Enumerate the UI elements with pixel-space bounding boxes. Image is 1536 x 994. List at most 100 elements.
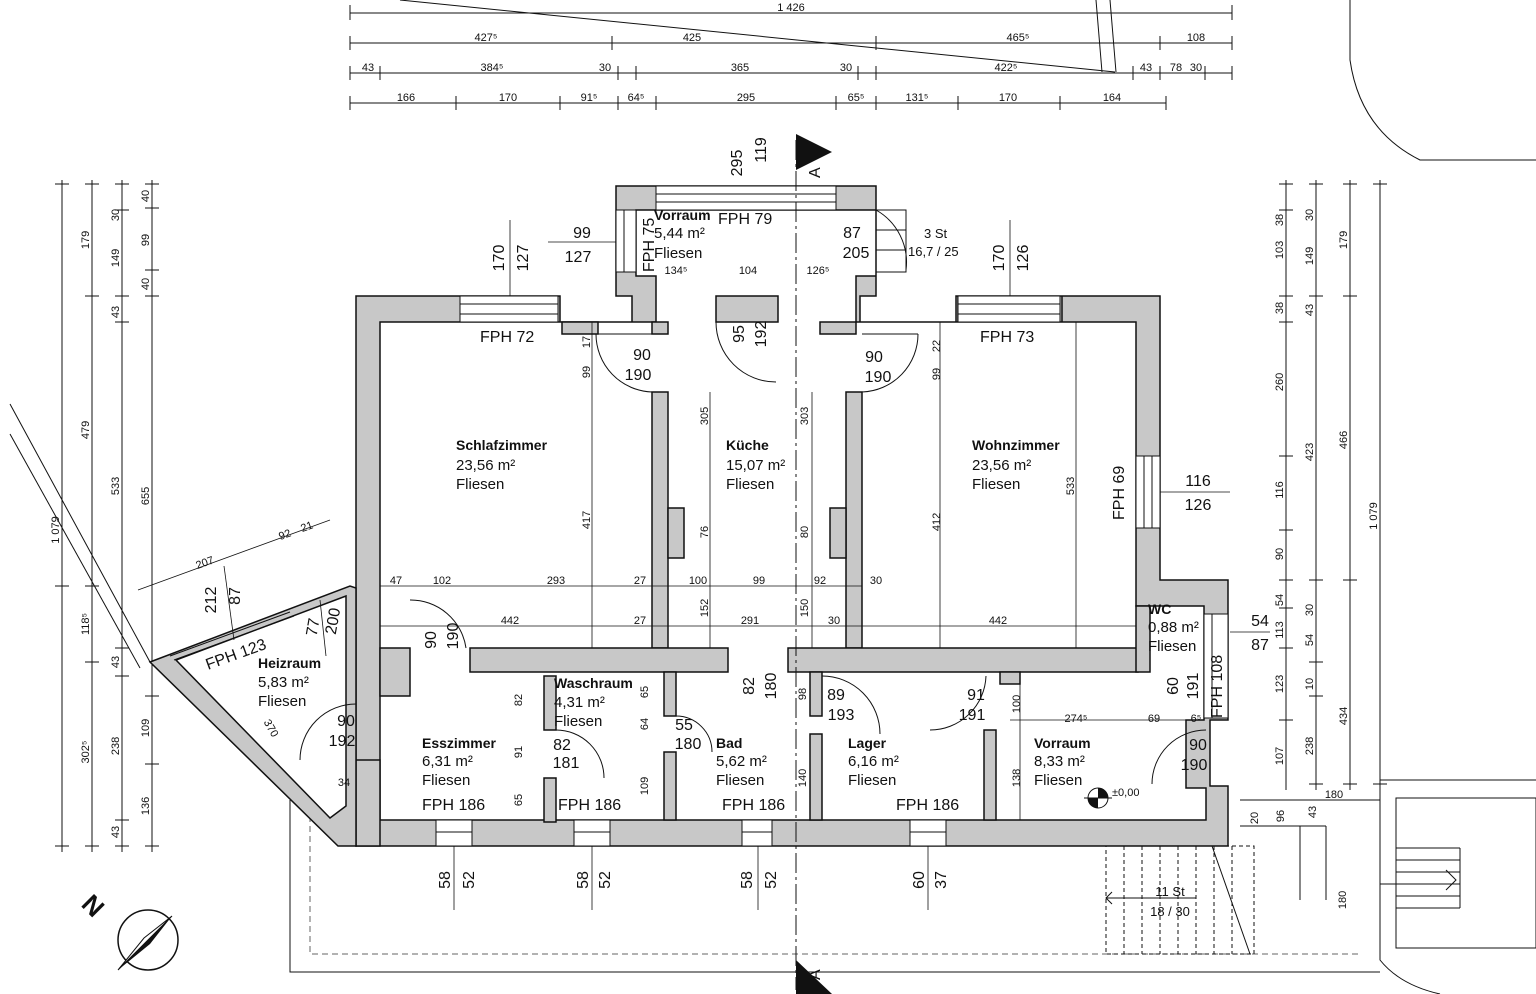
svg-text:43: 43 — [362, 62, 374, 74]
window-fph108: FPH 108 — [1209, 655, 1226, 718]
svg-text:152: 152 — [699, 599, 711, 617]
svg-text:30: 30 — [110, 209, 122, 221]
svg-text:34: 34 — [338, 777, 350, 789]
svg-text:30: 30 — [870, 575, 882, 587]
svg-text:149: 149 — [110, 249, 122, 267]
svg-text:15,07 m²: 15,07 m² — [726, 457, 785, 474]
svg-text:30: 30 — [828, 615, 840, 627]
svg-text:126: 126 — [1185, 497, 1212, 514]
svg-text:Fliesen: Fliesen — [726, 476, 774, 493]
svg-text:193: 193 — [828, 707, 855, 724]
svg-text:190: 190 — [865, 369, 892, 386]
svg-text:Fliesen: Fliesen — [258, 693, 306, 710]
svg-text:58: 58 — [437, 871, 454, 889]
dimension-labels-left: 179 149 30 40 99 40 43 479 533 655 1 079… — [50, 190, 152, 838]
svg-text:54: 54 — [1251, 613, 1269, 630]
svg-text:10: 10 — [1304, 678, 1316, 690]
svg-text:434: 434 — [1338, 707, 1350, 725]
dimension-lines-right — [1279, 180, 1387, 790]
svg-text:20: 20 — [1249, 812, 1261, 824]
svg-text:91⁵: 91⁵ — [581, 92, 598, 104]
section-line: A A — [795, 134, 832, 994]
level-value: ±0,00 — [1112, 787, 1139, 799]
room-waschraum: Waschraum 4,31 m² Fliesen — [554, 675, 633, 730]
heizraum-dimensions: 207 92 21 212 87 77 200 370 34 — [194, 519, 350, 789]
svg-text:60: 60 — [1165, 677, 1182, 695]
svg-text:116: 116 — [1274, 481, 1286, 499]
svg-text:Fliesen: Fliesen — [654, 245, 702, 262]
svg-text:303: 303 — [799, 407, 811, 425]
walls — [148, 185, 1229, 847]
window-fph69: FPH 69 — [1111, 466, 1128, 520]
svg-text:80: 80 — [799, 526, 811, 538]
room-wohnzimmer: Wohnzimmer 23,56 m² Fliesen — [972, 437, 1060, 493]
svg-text:40: 40 — [140, 190, 152, 202]
svg-text:295: 295 — [729, 150, 746, 177]
svg-text:100: 100 — [689, 575, 707, 587]
svg-text:Fliesen: Fliesen — [972, 476, 1020, 493]
svg-text:58: 58 — [575, 871, 592, 889]
window-fph75: FPH 75 — [641, 218, 658, 272]
svg-text:131⁵: 131⁵ — [906, 92, 929, 104]
svg-text:6,16 m²: 6,16 m² — [848, 753, 899, 770]
stairs-top-count: 3 St — [924, 226, 948, 241]
svg-text:82: 82 — [513, 694, 525, 706]
svg-text:118⁵: 118⁵ — [80, 613, 92, 635]
svg-text:43: 43 — [110, 826, 122, 838]
svg-text:109: 109 — [639, 777, 651, 795]
room-esszimmer: Esszimmer 6,31 m² Fliesen — [422, 735, 496, 789]
svg-text:102: 102 — [433, 575, 451, 587]
svg-text:190: 190 — [445, 623, 462, 650]
svg-text:Esszimmer: Esszimmer — [422, 735, 496, 751]
svg-text:533: 533 — [110, 477, 122, 495]
svg-text:170: 170 — [499, 92, 517, 104]
svg-text:90: 90 — [633, 347, 651, 364]
window-fph186-4: FPH 186 — [896, 797, 959, 814]
svg-text:43: 43 — [110, 656, 122, 668]
site-outline — [9, 403, 1536, 994]
svg-text:104: 104 — [739, 265, 757, 277]
svg-text:Fliesen: Fliesen — [554, 713, 602, 730]
svg-text:1 079: 1 079 — [1368, 502, 1380, 530]
svg-text:Fliesen: Fliesen — [422, 772, 470, 789]
svg-text:99: 99 — [753, 575, 765, 587]
room-bad: Bad 5,62 m² Fliesen — [716, 735, 767, 789]
room-heizraum: Heizraum 5,83 m² Fliesen — [258, 655, 321, 710]
door-swings — [299, 209, 1207, 785]
svg-text:65⁵: 65⁵ — [848, 92, 865, 104]
inner-dimension-lines — [137, 220, 1270, 910]
svg-text:43: 43 — [1307, 806, 1319, 818]
svg-text:412: 412 — [931, 513, 943, 531]
window-fph79: FPH 79 — [718, 211, 772, 228]
room-vorraum-bottom: Vorraum 8,33 m² Fliesen — [1034, 735, 1091, 789]
svg-text:181: 181 — [553, 755, 580, 772]
svg-text:134⁵: 134⁵ — [665, 265, 688, 277]
svg-text:54: 54 — [1304, 634, 1316, 646]
svg-text:108: 108 — [1187, 32, 1205, 44]
dim-total-width: 1 426 — [777, 2, 805, 14]
svg-text:180: 180 — [1325, 789, 1343, 801]
svg-text:78: 78 — [1170, 62, 1182, 74]
svg-text:103: 103 — [1274, 241, 1286, 259]
svg-text:107: 107 — [1274, 747, 1286, 765]
svg-text:170: 170 — [991, 245, 1008, 272]
svg-text:43: 43 — [1304, 304, 1316, 316]
svg-text:205: 205 — [843, 245, 870, 262]
svg-text:91: 91 — [967, 687, 985, 704]
svg-text:109: 109 — [140, 719, 152, 737]
entrance-stairs — [1105, 845, 1255, 955]
svg-text:92: 92 — [277, 527, 293, 542]
svg-text:87: 87 — [843, 225, 861, 242]
svg-text:180: 180 — [763, 673, 780, 700]
svg-text:123: 123 — [1274, 675, 1286, 693]
svg-text:200: 200 — [323, 607, 344, 636]
svg-text:260: 260 — [1274, 373, 1286, 391]
svg-text:87: 87 — [227, 587, 244, 605]
svg-text:30: 30 — [1304, 209, 1316, 221]
svg-text:90: 90 — [423, 631, 440, 649]
svg-text:466: 466 — [1338, 431, 1350, 449]
svg-text:238: 238 — [110, 737, 122, 755]
svg-text:180: 180 — [675, 736, 702, 753]
svg-text:99: 99 — [140, 234, 152, 246]
